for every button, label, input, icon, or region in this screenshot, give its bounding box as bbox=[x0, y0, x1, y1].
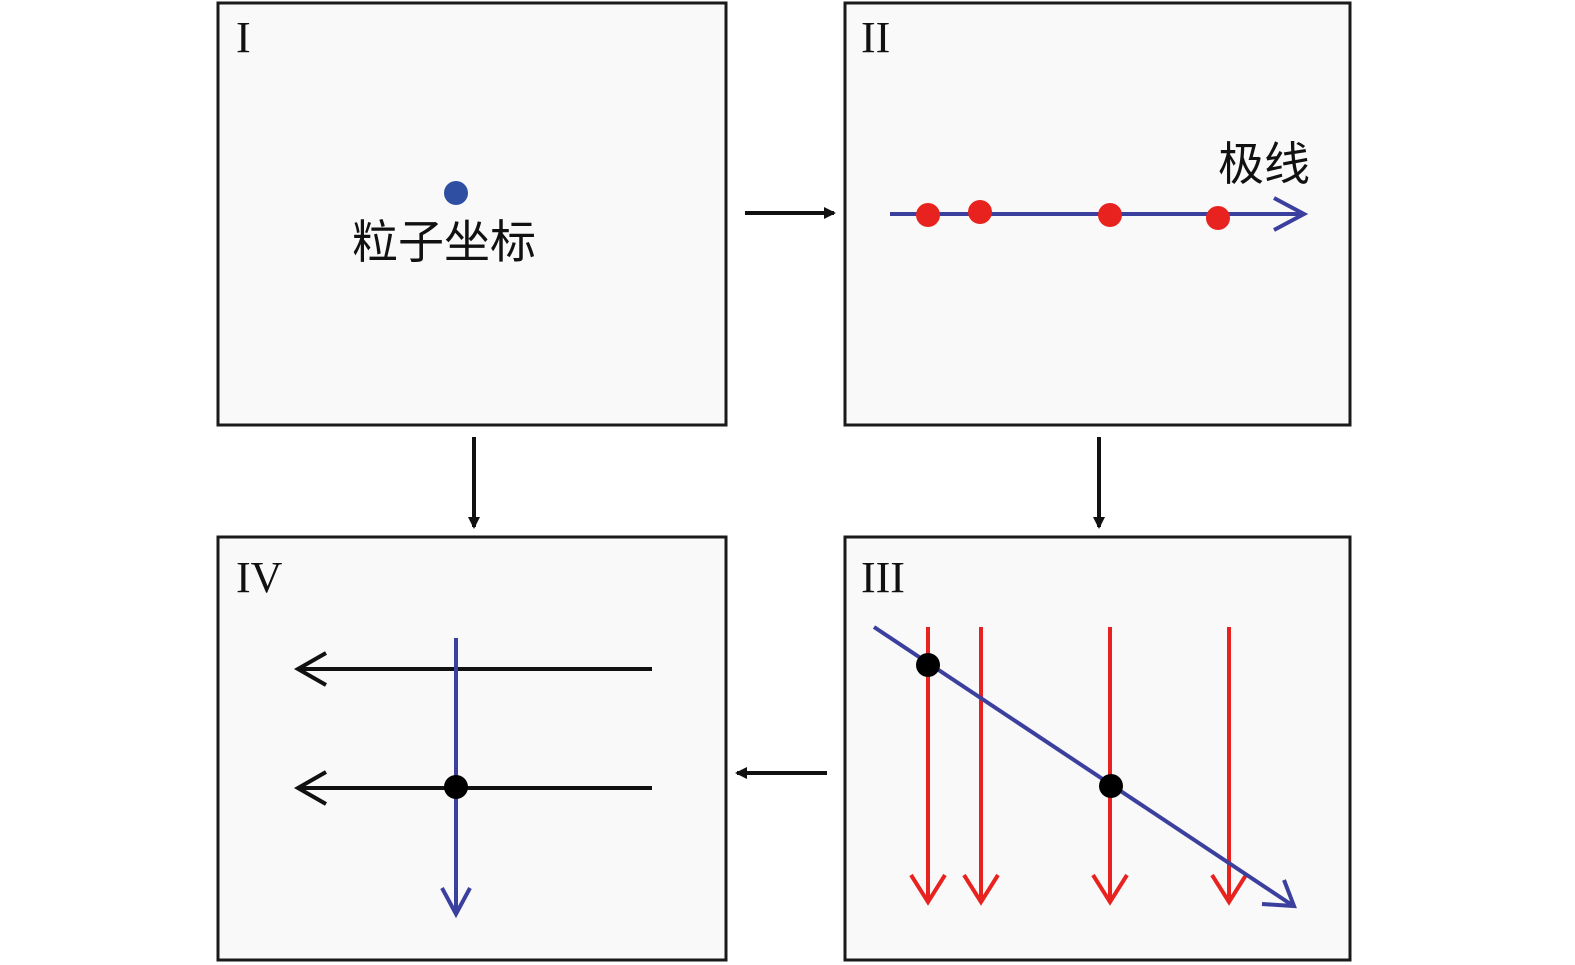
arrowhead-icon bbox=[293, 651, 327, 687]
arrowhead-icon bbox=[1091, 873, 1129, 906]
panel-iv-label: IV bbox=[236, 553, 283, 602]
arrowhead-icon bbox=[1210, 873, 1248, 906]
match-point bbox=[916, 653, 940, 677]
particle-coordinate-label: 粒子坐标 bbox=[352, 215, 536, 269]
panel-iv: IV bbox=[216, 535, 728, 962]
arrowhead-icon bbox=[909, 873, 947, 906]
arrowhead-icon bbox=[293, 770, 327, 806]
flow-arrows bbox=[468, 207, 1105, 779]
panel-ii: II 极线 bbox=[843, 1, 1352, 427]
particle-point bbox=[444, 181, 468, 205]
panel-iv-frame bbox=[216, 535, 728, 962]
epipolar-arrowhead-icon bbox=[1273, 196, 1309, 232]
candidate-point bbox=[968, 200, 992, 224]
panel-i-frame bbox=[216, 1, 728, 427]
arrowhead-icon bbox=[440, 887, 472, 919]
panel-iii-frame bbox=[843, 535, 1352, 962]
panel-ii-label: II bbox=[861, 13, 890, 62]
arrowhead-icon bbox=[1261, 879, 1297, 909]
arrowhead-icon bbox=[962, 873, 1000, 906]
match-point bbox=[1099, 774, 1123, 798]
panel-i-label: I bbox=[236, 13, 251, 62]
intersection-point bbox=[444, 775, 468, 799]
panel-i: I 粒子坐标 bbox=[216, 1, 728, 427]
panel-iii-label: III bbox=[861, 553, 905, 602]
candidate-rays bbox=[909, 627, 1248, 906]
panel-iii: III bbox=[843, 535, 1352, 962]
candidate-point bbox=[1206, 206, 1230, 230]
candidate-point bbox=[916, 203, 940, 227]
epipolar-line-projected bbox=[872, 625, 1294, 907]
candidate-point bbox=[1098, 203, 1122, 227]
epipolar-line-label: 极线 bbox=[1218, 137, 1310, 191]
